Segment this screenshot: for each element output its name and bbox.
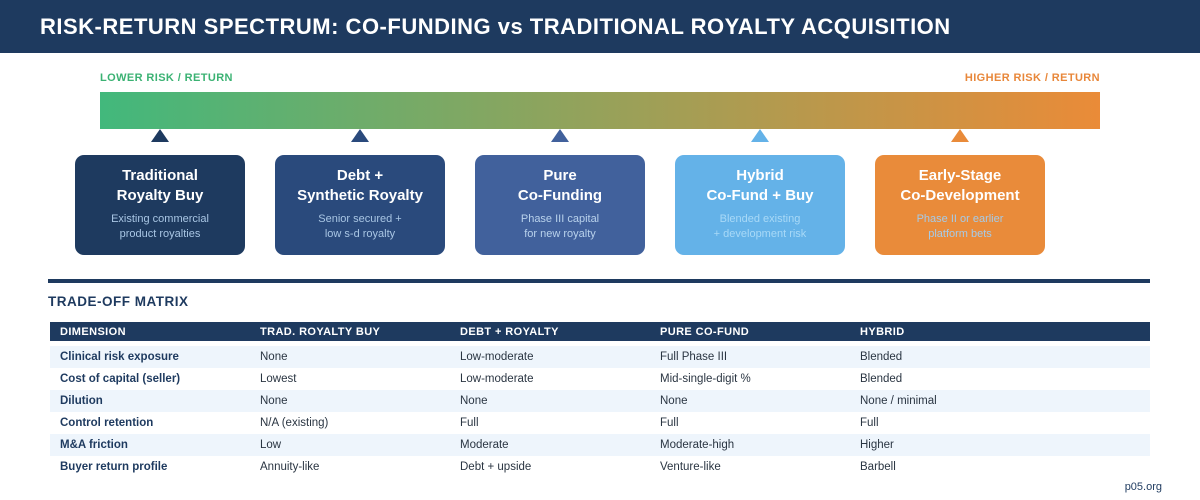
column-header-hybrid: HYBRID xyxy=(850,322,1150,346)
table-header-row: DIMENSION TRAD. ROYALTY BUY DEBT + ROYAL… xyxy=(50,322,1150,346)
matrix-cell: Moderate xyxy=(460,439,509,451)
matrix-cell: Full Phase III xyxy=(660,351,728,363)
spectrum-marker-triangle-icon xyxy=(351,129,369,142)
table-row: Buyer return profile Annuity-like Debt +… xyxy=(50,456,1150,478)
card-title: Early-Stage Co-Development xyxy=(900,167,1020,204)
matrix-cell: Barbell xyxy=(860,461,896,473)
strategy-card-debt-synthetic-royalty: Debt + Synthetic Royalty Senior secured … xyxy=(275,155,445,255)
strategy-card-hybrid-cofund-buy: Hybrid Co-Fund + Buy Blended existing + … xyxy=(675,155,845,255)
matrix-cell: None / minimal xyxy=(860,395,937,407)
strategy-card-pure-cofunding: Pure Co-Funding Phase III capital for ne… xyxy=(475,155,645,255)
table-row: Clinical risk exposure None Low-moderate… xyxy=(50,346,1150,368)
page-title: RISK-RETURN SPECTRUM: CO-FUNDING vs TRAD… xyxy=(40,13,951,39)
table-row: Control retention N/A (existing) Full Fu… xyxy=(50,412,1150,434)
column-header-debt-royalty: DEBT + ROYALTY xyxy=(450,322,650,346)
column-header-trad-royalty-buy: TRAD. ROYALTY BUY xyxy=(250,322,450,346)
matrix-cell: Full xyxy=(660,417,679,429)
spectrum-marker-triangle-icon xyxy=(751,129,769,142)
risk-gradient-bar xyxy=(100,92,1100,129)
row-dimension: Control retention xyxy=(60,417,154,429)
matrix-cell: Higher xyxy=(860,439,894,451)
matrix-cell: N/A (existing) xyxy=(260,417,329,429)
matrix-cell: Low-moderate xyxy=(460,351,534,363)
card-subtitle: Existing commercial product royalties xyxy=(111,213,209,240)
card-subtitle: Blended existing + development risk xyxy=(713,213,807,240)
column-header-pure-cofund: PURE CO-FUND xyxy=(650,322,850,346)
row-dimension: M&A friction xyxy=(60,439,128,451)
row-dimension: Cost of capital (seller) xyxy=(60,373,181,385)
matrix-cell: Full xyxy=(860,417,879,429)
section-divider xyxy=(48,279,1150,283)
card-subtitle: Phase III capital for new royalty xyxy=(520,213,600,240)
lower-risk-label: LOWER RISK / RETURN xyxy=(100,72,233,84)
matrix-cell: Lowest xyxy=(260,373,297,385)
matrix-heading: TRADE-OFF MATRIX xyxy=(48,294,189,309)
matrix-cell: Venture-like xyxy=(660,461,721,473)
row-dimension: Buyer return profile xyxy=(60,461,168,473)
source-attribution: p05.org xyxy=(1124,481,1162,493)
matrix-cell: None xyxy=(660,395,688,407)
card-title: Pure Co-Funding xyxy=(517,167,603,204)
row-dimension: Clinical risk exposure xyxy=(60,351,179,363)
strategy-card-traditional-royalty-buy: Traditional Royalty Buy Existing commerc… xyxy=(75,155,245,255)
matrix-cell: Annuity-like xyxy=(260,461,320,473)
higher-risk-label: HIGHER RISK / RETURN xyxy=(964,72,1100,84)
card-subtitle: Phase II or earlier platform bets xyxy=(916,213,1004,240)
card-title: Hybrid Co-Fund + Buy xyxy=(706,167,814,204)
matrix-cell: Full xyxy=(460,417,479,429)
table-row: Cost of capital (seller) Lowest Low-mode… xyxy=(50,368,1150,390)
row-dimension: Dilution xyxy=(60,395,103,407)
matrix-cell: Low-moderate xyxy=(460,373,534,385)
matrix-cell: Moderate-high xyxy=(660,439,735,451)
matrix-cell: Blended xyxy=(860,351,903,363)
matrix-cell: Low xyxy=(260,439,282,451)
column-header-dimension: DIMENSION xyxy=(50,322,250,346)
matrix-cell: Debt + upside xyxy=(460,461,532,473)
spectrum-marker-triangle-icon xyxy=(551,129,569,142)
card-subtitle: Senior secured + low s-d royalty xyxy=(318,213,402,240)
strategy-card-early-stage-codevelopment: Early-Stage Co-Development Phase II or e… xyxy=(875,155,1045,255)
trade-off-matrix-table: DIMENSION TRAD. ROYALTY BUY DEBT + ROYAL… xyxy=(50,322,1150,478)
matrix-cell: Mid-single-digit % xyxy=(660,373,751,385)
matrix-cell: Blended xyxy=(860,373,903,385)
table-row: Dilution None None None None / minimal xyxy=(50,390,1150,412)
spectrum-marker-triangle-icon xyxy=(951,129,969,142)
matrix-cell: None xyxy=(260,395,288,407)
card-title: Debt + Synthetic Royalty xyxy=(297,167,423,204)
title-bar: RISK-RETURN SPECTRUM: CO-FUNDING vs TRAD… xyxy=(0,0,1200,53)
table-row: M&A friction Low Moderate Moderate-high … xyxy=(50,434,1150,456)
matrix-cell: None xyxy=(260,351,288,363)
matrix-cell: None xyxy=(460,395,488,407)
spectrum-marker-triangle-icon xyxy=(151,129,169,142)
card-title: Traditional Royalty Buy xyxy=(116,167,204,204)
